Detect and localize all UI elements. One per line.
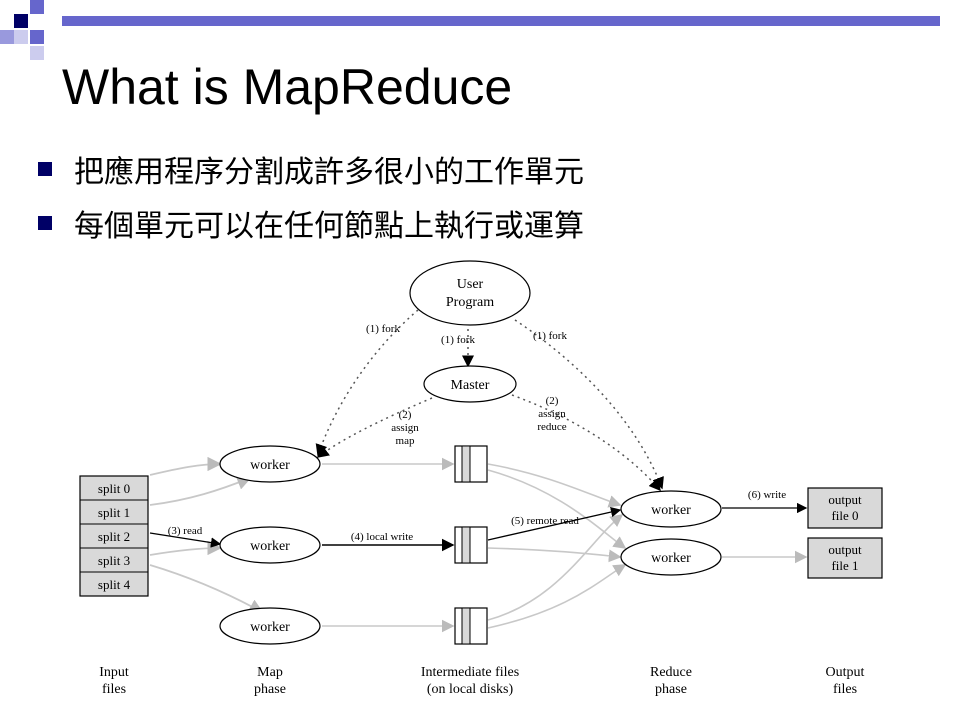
bullet-item: 把應用程序分割成許多很小的工作單元 [38, 142, 584, 196]
title-rule [62, 16, 940, 26]
assign-reduce-label: assign [538, 408, 566, 420]
user-program-label: User [457, 277, 484, 292]
output-file-label: file 0 [831, 508, 858, 523]
remote-read-label: (5) remote read [511, 515, 579, 527]
split-label: split 1 [98, 505, 130, 520]
corner-decoration [0, 0, 62, 62]
phase-label: Intermediate files [421, 665, 519, 680]
intermediate-file [454, 445, 488, 483]
fork-right-label: (1) fork [533, 330, 567, 342]
output-file-label: output [828, 492, 862, 507]
phase-labels: Input files Map phase Intermediate files… [99, 665, 864, 697]
remote-read-arrow [487, 506, 622, 541]
map-worker-node [219, 445, 321, 483]
phase-label: files [833, 682, 857, 697]
fork-center-label: (1) fork [441, 334, 475, 346]
assign-map-label: map [396, 435, 415, 447]
map-worker-label: worker [250, 620, 290, 635]
square-bullet-icon [38, 162, 52, 176]
assign-map-label: assign [391, 422, 419, 434]
user-program-label: Program [446, 295, 494, 310]
phase-label: Map [257, 665, 283, 680]
square-bullet-icon [38, 216, 52, 230]
reduce-worker-node [620, 490, 722, 528]
read-label: (3) read [168, 525, 203, 537]
master-label: Master [451, 378, 490, 393]
fork-left-label: (1) fork [366, 323, 400, 335]
map-worker-label: worker [250, 539, 290, 554]
phase-label: phase [254, 682, 286, 697]
bullet-list: 把應用程序分割成許多很小的工作單元 每個單元可以在任何節點上執行或運算 [38, 142, 584, 250]
reduce-worker-node [620, 538, 722, 576]
map-output-arrows [322, 457, 455, 633]
shuffle-arrows [487, 463, 627, 629]
assign-reduce-line [511, 394, 661, 492]
local-write-label: (4) local write [351, 531, 413, 543]
phase-label: files [102, 682, 126, 697]
map-worker-label: worker [250, 458, 290, 473]
fork-left-line [315, 309, 419, 457]
user-program-node [409, 260, 531, 326]
phase-label: Input [99, 665, 129, 680]
fork-right-line [514, 319, 664, 490]
bullet-text: 每個單元可以在任何節點上執行或運算 [74, 209, 584, 244]
assign-reduce-label: reduce [537, 421, 566, 433]
read-arrow [149, 532, 222, 548]
reduce-worker-label: worker [651, 503, 691, 518]
split-label: split 4 [98, 577, 131, 592]
reduce-worker-label: worker [651, 551, 691, 566]
phase-label: Output [826, 665, 865, 680]
output-file-box [807, 487, 883, 529]
write-label: (6) write [748, 489, 786, 501]
intermediate-file [454, 607, 488, 645]
split-label: split 0 [98, 481, 130, 496]
map-worker-node [219, 607, 321, 645]
control-lines [315, 309, 664, 492]
input-splits: split 0 split 1 split 2 split 3 split 4 [79, 475, 149, 597]
split-label: split 2 [98, 529, 130, 544]
output-file-label: output [828, 542, 862, 557]
intermediate-file [454, 526, 488, 564]
output-file-label: file 1 [831, 558, 858, 573]
assign-map-label: (2) [399, 409, 412, 421]
output-file-box [807, 537, 883, 579]
bullet-item: 每個單元可以在任何節點上執行或運算 [38, 196, 584, 250]
assign-reduce-label: (2) [546, 395, 559, 407]
bullet-text: 把應用程序分割成許多很小的工作單元 [74, 155, 584, 190]
slide-title: What is MapReduce [62, 59, 513, 115]
map-worker-node [219, 526, 321, 564]
input-arrows [149, 456, 264, 613]
assign-map-line [316, 397, 433, 458]
phase-label: phase [655, 682, 687, 697]
split-label: split 3 [98, 553, 130, 568]
phase-label: (on local disks) [427, 682, 514, 697]
master-node [423, 365, 517, 403]
phase-label: Reduce [650, 665, 692, 680]
